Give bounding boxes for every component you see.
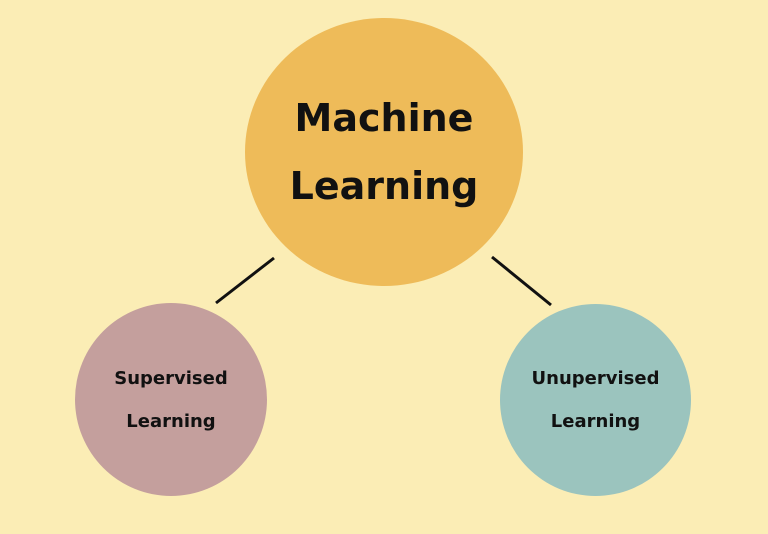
supervised-learning-node: Supervised Learning bbox=[75, 303, 267, 496]
root-node: Machine Learning bbox=[245, 18, 523, 286]
connector-left bbox=[215, 256, 275, 305]
unsupervised-learning-label-line-2: Learning bbox=[550, 411, 641, 432]
connector-right bbox=[491, 255, 552, 307]
unsupervised-learning-node: Unupervised Learning bbox=[500, 304, 691, 496]
supervised-learning-label-line-1: Supervised bbox=[114, 367, 228, 389]
root-node-label-line-1: Machine bbox=[294, 96, 474, 140]
supervised-learning-label-line-2: Learning bbox=[126, 410, 216, 432]
unsupervised-learning-label-line-1: Unupervised bbox=[531, 368, 660, 389]
root-node-label-line-2: Learning bbox=[289, 164, 479, 208]
